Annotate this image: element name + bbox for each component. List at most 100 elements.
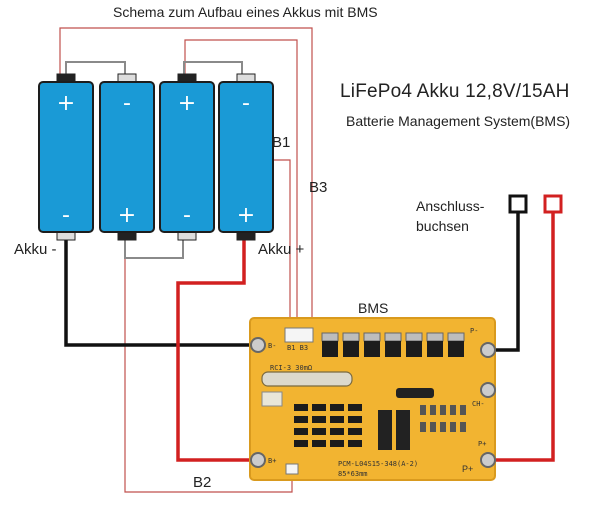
jumper-top-right xyxy=(183,61,243,80)
cell-sign-top: + xyxy=(57,91,75,116)
smd-resistor xyxy=(330,416,344,423)
smd-component xyxy=(440,422,446,432)
sense-wire-b1 xyxy=(270,159,291,330)
b2-connector xyxy=(285,463,299,475)
smd-component xyxy=(430,422,436,432)
cell-sign-bottom: + xyxy=(118,203,136,228)
mosfet xyxy=(385,341,401,357)
pcb-size-label: 85*63mm xyxy=(338,470,368,478)
mosfet-tab xyxy=(342,332,360,342)
smd-resistor xyxy=(348,416,362,423)
small-components xyxy=(261,391,466,432)
cell-sign-bottom: - xyxy=(183,203,191,228)
shunt-resistor xyxy=(261,371,353,387)
pad-p-plus[interactable] xyxy=(480,452,496,468)
mosfet-tab xyxy=(426,332,444,342)
label-b3: B3 xyxy=(309,179,328,196)
smd-resistor xyxy=(294,440,308,447)
pcb-base xyxy=(249,317,496,481)
ic-chip-3 xyxy=(396,388,434,398)
smd-resistor xyxy=(330,440,344,447)
smd-resistor xyxy=(294,416,308,423)
jumper-bottom-mid xyxy=(124,232,184,259)
smd-component xyxy=(460,422,466,432)
battery-cell-1: +- xyxy=(38,73,94,241)
smd-component xyxy=(440,405,446,415)
label-akku-plus: Akku + xyxy=(258,241,305,258)
label-anschlussbuchsen-1: Anschluss- xyxy=(416,198,485,214)
series-jumpers xyxy=(65,61,243,259)
pad-b-minus[interactable] xyxy=(250,337,266,353)
smd-resistor xyxy=(330,428,344,435)
shunt-label: RCI-3 30mΩ xyxy=(270,364,312,372)
pad-b-plus[interactable] xyxy=(250,452,266,468)
cell-body xyxy=(38,81,94,233)
cell-body xyxy=(218,81,274,233)
mosfet-row xyxy=(321,332,465,357)
mosfet xyxy=(406,341,422,357)
label-bms: BMS xyxy=(358,300,389,316)
smd-component xyxy=(420,405,426,415)
mosfet-tab xyxy=(321,332,339,342)
pad-b-plus-label: B+ xyxy=(268,457,276,465)
mosfet xyxy=(448,341,464,357)
wire-akku-plus xyxy=(176,232,258,462)
diagram-title: Schema zum Aufbau eines Akkus mit BMS xyxy=(113,4,378,20)
sense-wire-outer xyxy=(59,27,313,330)
resistor-grid xyxy=(294,404,362,447)
label-akku-minus: Akku - xyxy=(14,241,57,258)
connector-positive[interactable] xyxy=(543,194,563,214)
pad-b-minus-label: B- xyxy=(268,342,276,350)
smd-component xyxy=(450,422,456,432)
mosfet xyxy=(427,341,443,357)
smd-resistor xyxy=(348,404,362,411)
mosfet-tab xyxy=(447,332,465,342)
battery-heading: LiFePo4 Akku 12,8V/15AH xyxy=(340,81,570,102)
pad-p-plus-label: P+ xyxy=(478,440,486,448)
jumper-top-left xyxy=(65,61,126,80)
smd-resistor xyxy=(330,404,344,411)
cell-body xyxy=(99,81,155,233)
battery-cells: +--++--+ xyxy=(38,73,274,241)
cell-sign-top: + xyxy=(178,91,196,116)
smd-resistor xyxy=(294,404,308,411)
pcb-model-label: PCM-L04S15-348(A-2) xyxy=(338,460,418,468)
smd-resistor xyxy=(348,428,362,435)
smd-component xyxy=(460,405,466,415)
ic-chip-2 xyxy=(396,410,410,450)
capacitor xyxy=(261,391,283,407)
label-b2: B2 xyxy=(193,474,212,491)
outer-p-plus-label: P+ xyxy=(462,464,473,474)
smd-resistor xyxy=(294,428,308,435)
smd-resistor xyxy=(312,404,326,411)
smd-component xyxy=(450,405,456,415)
pad-ch-minus[interactable] xyxy=(480,382,496,398)
cell-sign-bottom: + xyxy=(237,203,255,228)
battery-cell-4: -+ xyxy=(218,73,274,241)
smd-resistor xyxy=(348,440,362,447)
mosfet-tab xyxy=(384,332,402,342)
mosfet xyxy=(364,341,380,357)
battery-cell-2: -+ xyxy=(99,73,155,241)
cell-body xyxy=(159,81,215,233)
power-wires xyxy=(64,210,555,462)
smd-resistor xyxy=(312,428,326,435)
bms-subheading: Batterie Management System(BMS) xyxy=(346,113,571,129)
cell-sign-bottom: - xyxy=(62,203,70,228)
mosfet xyxy=(343,341,359,357)
pad-ch-minus-label: CH- xyxy=(472,400,485,408)
mosfet xyxy=(322,341,338,357)
pad-p-minus-label: P- xyxy=(470,327,478,335)
ic-chip-1 xyxy=(378,410,392,450)
pad-p-minus[interactable] xyxy=(480,342,496,358)
wire-p-plus-out xyxy=(488,210,555,462)
connector-negative[interactable] xyxy=(508,194,528,214)
battery-cell-3: +- xyxy=(159,73,215,241)
smd-resistor xyxy=(312,440,326,447)
smd-resistor xyxy=(312,416,326,423)
cell-sign-top: - xyxy=(242,91,250,116)
smd-component xyxy=(430,405,436,415)
bms-board: RCI-3 30mΩ B1 B3 B- P- CH- B+ P+ PCM-L04… xyxy=(249,317,496,481)
